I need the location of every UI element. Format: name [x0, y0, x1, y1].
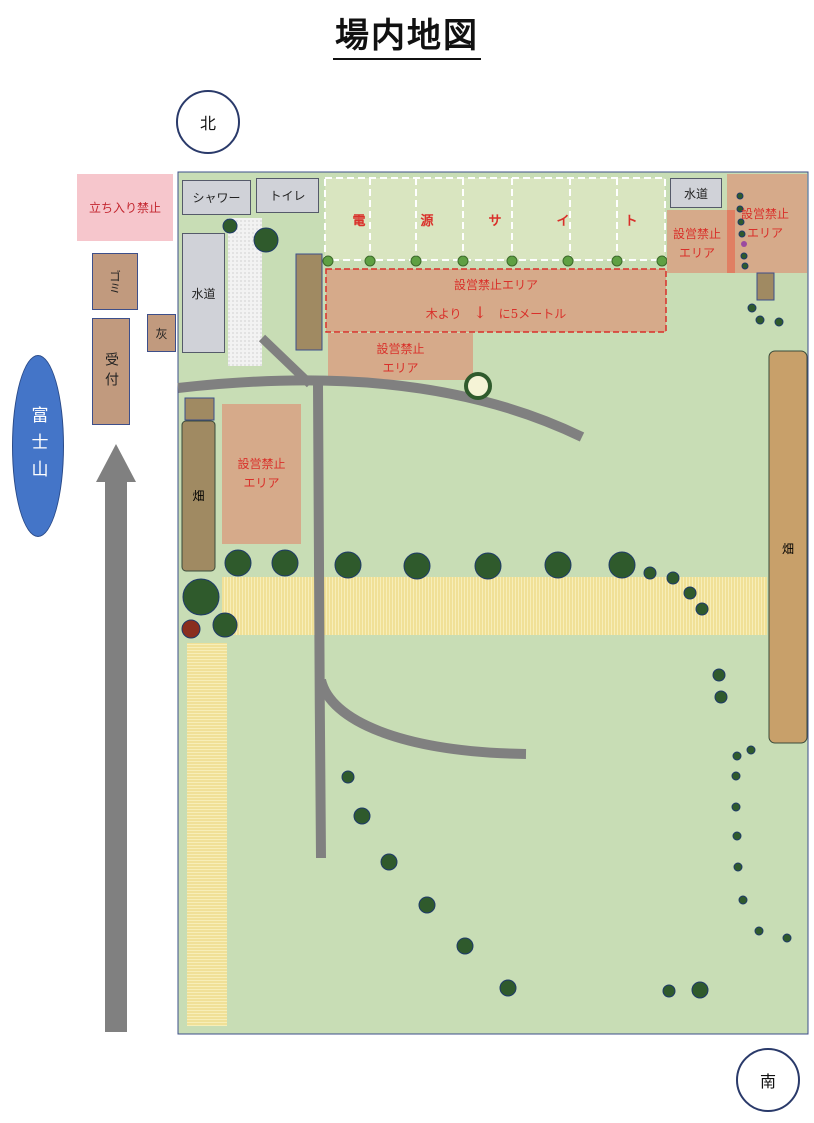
landmark-tree	[464, 372, 492, 400]
no-camp-north-label: 設営禁止エリア	[376, 342, 425, 375]
power-site-label: 電 源 サ イ ト	[352, 214, 638, 229]
no-entry-zone: 立ち入り禁止	[77, 174, 173, 241]
small-shed-left	[184, 397, 215, 421]
shower: シャワー	[182, 180, 251, 215]
no-camp-zone-main	[325, 268, 667, 333]
path-vertical	[313, 384, 326, 859]
ash-area: 灰	[147, 314, 176, 352]
water-tap-right: 水道	[670, 178, 722, 208]
water-tap-left: 水道	[182, 233, 225, 353]
field-west	[181, 420, 216, 572]
power-site-hedge	[322, 255, 668, 267]
trash-area: ゴミ	[92, 253, 138, 310]
south-marker: 南	[736, 1048, 800, 1112]
special-tree-purple	[741, 241, 747, 247]
entry-road-shaft	[105, 478, 127, 1032]
no-camp-ne-a-label: 設営禁止エリア	[672, 227, 721, 260]
straw-strip-vertical	[187, 643, 227, 1026]
entry-road-arrowhead	[96, 444, 136, 482]
no-camp-zone-west	[222, 404, 301, 544]
mt-fuji-marker: 富士山	[12, 355, 64, 537]
north-marker: 北	[176, 90, 240, 154]
no-camp-distance-note: 木より ↓ に5メートル	[425, 303, 567, 322]
no-camp-ne-b-label: 設営禁止エリア	[740, 207, 789, 240]
reception: 受付	[92, 318, 130, 425]
no-camp-main-label: 設営禁止エリア	[453, 278, 538, 292]
power-site-dividers	[369, 178, 618, 260]
no-camp-divider	[727, 210, 735, 273]
straw-strip-horizontal	[222, 577, 767, 635]
field-left-structure	[295, 253, 323, 351]
trees	[182, 192, 792, 999]
no-camp-zone-north-center	[328, 333, 473, 380]
toilet: トイレ	[256, 178, 319, 213]
field-west-label: 畑	[192, 489, 205, 503]
field-east	[768, 350, 808, 744]
power-site	[324, 177, 666, 261]
small-shed-right	[756, 272, 775, 301]
page-title: 場内地図	[0, 8, 814, 60]
special-tree-red	[181, 619, 201, 639]
path-diagonal	[258, 334, 314, 388]
no-camp-zone-northeast-a	[667, 210, 727, 273]
no-camp-west-label: 設営禁止エリア	[237, 457, 286, 490]
path-main-curve	[177, 375, 585, 442]
field-east-label: 畑	[781, 542, 794, 556]
path-south-curve	[316, 678, 527, 759]
